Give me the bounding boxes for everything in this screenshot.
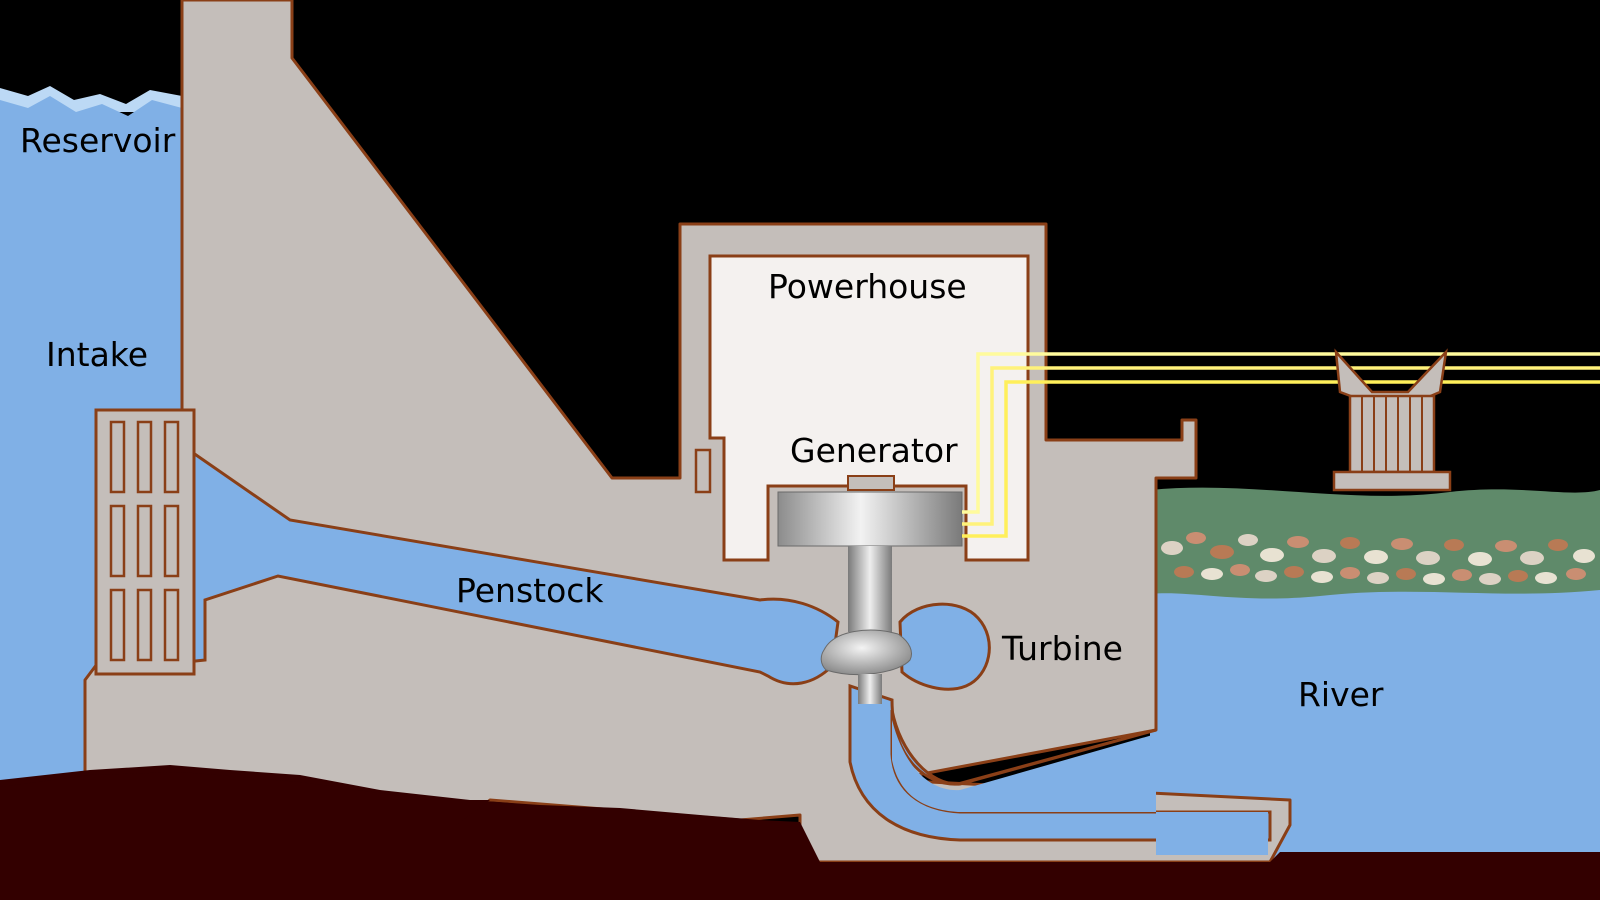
power-lines: [962, 352, 1600, 538]
label-reservoir: Reservoir: [20, 121, 176, 160]
power-line-1: [962, 352, 1600, 514]
power-line-2: [962, 366, 1600, 526]
label-powerhouse: Powerhouse: [768, 267, 967, 306]
label-river: River: [1298, 675, 1384, 714]
powerhouse-room: [708, 254, 1030, 562]
label-turbine: Turbine: [1001, 629, 1123, 668]
tailrace-water: [892, 720, 1268, 855]
turbine-runner: [820, 629, 912, 704]
label-generator: Generator: [790, 431, 958, 470]
label-intake: Intake: [46, 335, 148, 374]
generator: [777, 475, 963, 632]
turbine-scroll-case: [898, 602, 991, 691]
bank-stones: [1161, 532, 1595, 585]
powerhouse-door: [694, 448, 712, 494]
intake-screen: [94, 408, 196, 676]
bedrock-lower: [0, 772, 490, 826]
river-bank: [1150, 487, 1600, 599]
transformer: [1332, 348, 1452, 492]
label-penstock: Penstock: [456, 571, 604, 610]
power-line-3: [962, 380, 1600, 538]
